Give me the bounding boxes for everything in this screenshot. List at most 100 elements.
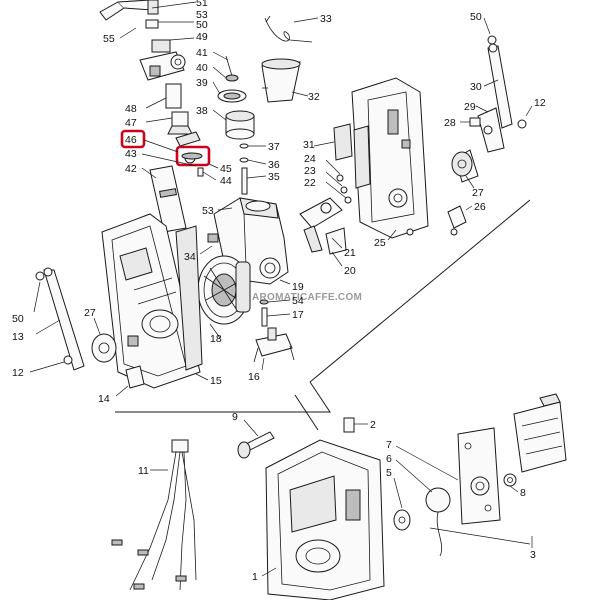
part-1-main-housing <box>265 439 385 601</box>
part-55-lever <box>99 0 153 21</box>
label-53a: 53 <box>196 9 208 21</box>
leader-18 <box>209 323 221 339</box>
label-7: 7 <box>386 439 392 451</box>
part-37-oring <box>239 143 249 149</box>
label-2: 2 <box>370 419 376 431</box>
leader-7 <box>395 445 459 481</box>
part-47-piston <box>167 111 193 135</box>
part-35-shaft <box>241 167 248 195</box>
label-54: 54 <box>292 295 304 307</box>
part-27-gear-right <box>451 149 479 183</box>
leader-33 <box>293 17 319 23</box>
part-50-clip-right <box>487 35 497 45</box>
part-16-base <box>253 327 295 363</box>
label-13: 13 <box>12 331 24 343</box>
label-21: 21 <box>344 247 356 259</box>
label-50a: 50 <box>196 19 208 31</box>
part-27-gear-left <box>91 333 117 363</box>
label-5: 5 <box>386 467 392 479</box>
label-36: 36 <box>268 159 280 171</box>
label-47: 47 <box>125 117 137 129</box>
label-53b: 53 <box>202 205 214 217</box>
label-12a: 12 <box>534 97 546 109</box>
leader-44 <box>202 171 217 181</box>
leader-16 <box>261 357 265 371</box>
part-13-link-arm <box>43 267 85 371</box>
leader-25 <box>387 229 397 241</box>
leader-54 <box>267 299 291 303</box>
label-1: 1 <box>252 571 258 583</box>
part-41-pin <box>225 55 233 77</box>
label-42: 42 <box>125 163 137 175</box>
leader-47 <box>145 117 173 123</box>
label-9: 9 <box>232 411 238 423</box>
leader-6 <box>395 459 433 493</box>
label-28: 28 <box>444 117 456 129</box>
part-25-side-frame <box>351 77 429 239</box>
part-44-screw <box>197 167 204 177</box>
label-32: 32 <box>308 91 320 103</box>
leader-20 <box>331 251 343 267</box>
part-50-clip-left <box>35 271 45 281</box>
leader-19 <box>279 279 291 285</box>
leader-8 <box>509 485 519 493</box>
part-30-link-arm <box>487 43 513 129</box>
label-17: 17 <box>292 309 304 321</box>
leader-46 <box>143 139 179 153</box>
leader-31 <box>313 141 335 147</box>
part-32-drip-cup <box>261 58 301 103</box>
label-45: 45 <box>220 163 232 175</box>
leader-13 <box>35 319 61 335</box>
leader-12a <box>525 105 533 117</box>
part-6-sensor <box>425 487 451 557</box>
label-41: 41 <box>196 47 208 59</box>
part-11-wiring-harness <box>111 439 197 591</box>
watermark: AROMATICAFFE.COM <box>252 292 362 303</box>
label-20: 20 <box>344 265 356 277</box>
part-number-labels: 55 51 53 50 49 41 40 39 38 48 47 46 43 4… <box>12 0 546 583</box>
part-21-lever <box>299 197 343 253</box>
label-49: 49 <box>196 31 208 43</box>
part-29-crank <box>477 107 505 153</box>
separator-line-bottom <box>294 394 319 431</box>
leader-36 <box>247 159 267 165</box>
label-39: 39 <box>196 77 208 89</box>
highlight-box-46-label <box>120 129 146 149</box>
part-7-plate <box>457 427 501 525</box>
part-8-gear <box>503 473 517 487</box>
part-18-gear-wheel <box>197 255 251 325</box>
part-12-clip-left <box>63 355 73 365</box>
leader-55 <box>119 27 137 39</box>
leader-23 <box>325 171 343 187</box>
label-6: 6 <box>386 453 392 465</box>
leader-1 <box>261 567 277 577</box>
leader-53b <box>217 207 233 211</box>
label-26: 26 <box>474 201 486 213</box>
label-43: 43 <box>125 148 137 160</box>
part-3-motor <box>513 393 567 473</box>
label-29: 29 <box>464 101 476 113</box>
part-28-bolt <box>469 117 481 127</box>
label-50b: 50 <box>470 11 482 23</box>
part-49-valve-body <box>139 39 186 81</box>
label-40: 40 <box>196 62 208 74</box>
part-12-clip-right <box>517 119 527 129</box>
leader-38 <box>212 109 227 121</box>
leader-9 <box>243 419 259 437</box>
label-37: 37 <box>268 141 280 153</box>
leader-14 <box>115 385 129 397</box>
separator-line-left <box>115 381 331 413</box>
leader-17 <box>266 313 291 317</box>
label-15: 15 <box>210 375 222 387</box>
part-14-switch <box>125 365 145 389</box>
leader-29 <box>475 105 489 113</box>
label-3: 3 <box>530 549 536 561</box>
leader-32 <box>291 91 309 97</box>
part-38-bushing <box>225 110 255 140</box>
part-48-spring <box>165 83 182 109</box>
label-30: 30 <box>470 81 482 93</box>
label-12b: 12 <box>12 367 24 379</box>
leader-21 <box>331 237 343 249</box>
leader-39 <box>212 81 221 95</box>
